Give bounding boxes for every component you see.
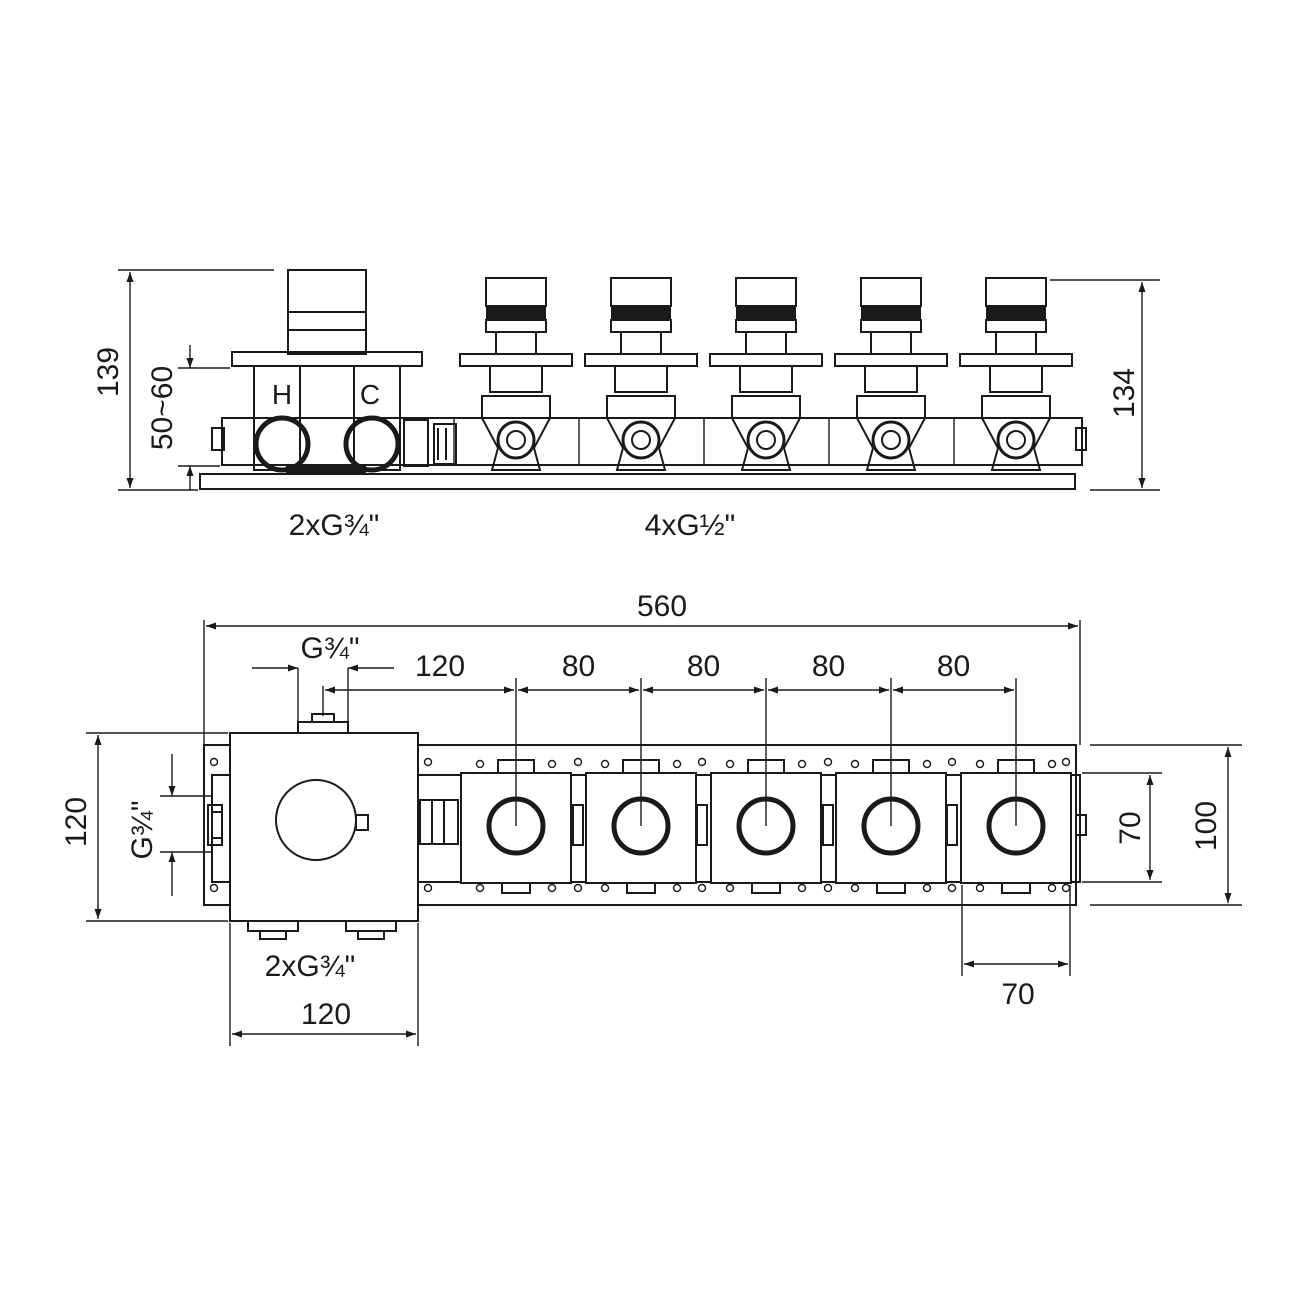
height-134-label: 134: [1108, 368, 1141, 418]
cold-inlet-icon: [343, 415, 401, 473]
valve-flange: [834, 353, 948, 367]
mixer-body-top: [229, 732, 419, 922]
mixer-base-bar: [286, 464, 366, 474]
valve-body: [981, 395, 1051, 471]
end-nut: [211, 427, 225, 451]
rail-connector: [572, 804, 584, 846]
mounting-hole: [697, 883, 707, 893]
valve-handle-band: [861, 306, 921, 320]
valve-port-icon: [996, 420, 1036, 460]
end-plug-top: [1075, 814, 1087, 836]
valve-flange: [709, 353, 823, 367]
valve-port-icon: [746, 420, 786, 460]
valve-handle: [485, 277, 547, 307]
mounting-holes: [209, 757, 1071, 893]
rail-connector: [946, 804, 958, 846]
side-thread-label: G¾": [126, 800, 159, 859]
valve-handle: [985, 277, 1047, 307]
stop-valve-side-2: [578, 277, 698, 471]
spacing-80-label: 80: [562, 650, 595, 683]
stop-valve-side-3: [703, 277, 823, 471]
mounting-hole: [573, 883, 583, 893]
mounting-hole: [1061, 883, 1071, 893]
valve-port-icon: [621, 420, 661, 460]
outlet-thread-label: 4xG½": [645, 509, 736, 542]
mounting-hole: [573, 757, 583, 767]
mounting-hole: [423, 883, 433, 893]
bottom-threads-label: 2xG¾": [265, 950, 356, 983]
inlet-thread-label: 2xG¾": [289, 509, 380, 542]
spacing-80-label: 80: [812, 650, 845, 683]
side-view: H C 139 50~60 134 2xG¾" 4xG½": [92, 269, 1160, 542]
rail: [221, 417, 1083, 466]
mounting-hole: [947, 757, 957, 767]
valve-handle-band: [986, 306, 1046, 320]
hot-inlet-icon: [253, 415, 311, 473]
stop-valve-side-1: [453, 277, 573, 471]
spacing-80-label: 80: [687, 650, 720, 683]
rail-connector: [822, 804, 834, 846]
top-view: 560 G¾" 80 80 80 80 120 120 G¾" 70 100: [60, 590, 1242, 1046]
height-50-60-label: 50~60: [146, 366, 179, 450]
mounting-hole: [947, 883, 957, 893]
mounting-hole: [209, 757, 219, 767]
valve-body: [481, 395, 551, 471]
width-560-label: 560: [637, 590, 687, 623]
spacing-120-label: 120: [415, 650, 465, 683]
thermostatic-mixer-body: H C: [231, 269, 457, 474]
plate-height-100-label: 100: [1190, 801, 1223, 851]
valve-handle-band: [611, 306, 671, 320]
rail-connector: [696, 804, 708, 846]
depth-120-label: 120: [60, 797, 93, 847]
valve-handle: [610, 277, 672, 307]
module-height-70-label: 70: [1114, 811, 1147, 844]
valve-flange: [459, 353, 573, 367]
mounting-hole: [823, 757, 833, 767]
mixer-width-120-label: 120: [301, 998, 351, 1031]
stop-valves-side: [453, 277, 1073, 471]
valve-body: [856, 395, 926, 471]
cold-label: C: [360, 379, 380, 410]
height-139-label: 139: [92, 347, 125, 397]
stop-valve-side-4: [828, 277, 948, 471]
valve-flange: [584, 353, 698, 367]
mounting-hole: [1061, 757, 1071, 767]
valve-body: [606, 395, 676, 471]
mounting-hole: [697, 757, 707, 767]
base-plate: [199, 473, 1076, 490]
stop-valve-side-5: [953, 277, 1073, 471]
valve-handle: [735, 277, 797, 307]
top-inlet-thread-label: G¾": [300, 632, 359, 665]
valve-handle-band: [486, 306, 546, 320]
end-plug: [1075, 427, 1087, 451]
valve-handle: [860, 277, 922, 307]
spacing-dimensions: 80 80 80 80: [325, 650, 1017, 826]
valve-port-icon: [496, 420, 536, 460]
valve-handle-band: [736, 306, 796, 320]
valve-flange: [959, 353, 1073, 367]
mounting-hole: [823, 883, 833, 893]
valve-body: [731, 395, 801, 471]
hot-label: H: [272, 379, 292, 410]
valve-port-icon: [871, 420, 911, 460]
rail-connectors: [572, 804, 958, 846]
module-width-70-label: 70: [1001, 978, 1034, 1011]
mounting-hole: [209, 883, 219, 893]
spacing-80-label: 80: [937, 650, 970, 683]
mounting-hole: [423, 757, 433, 767]
